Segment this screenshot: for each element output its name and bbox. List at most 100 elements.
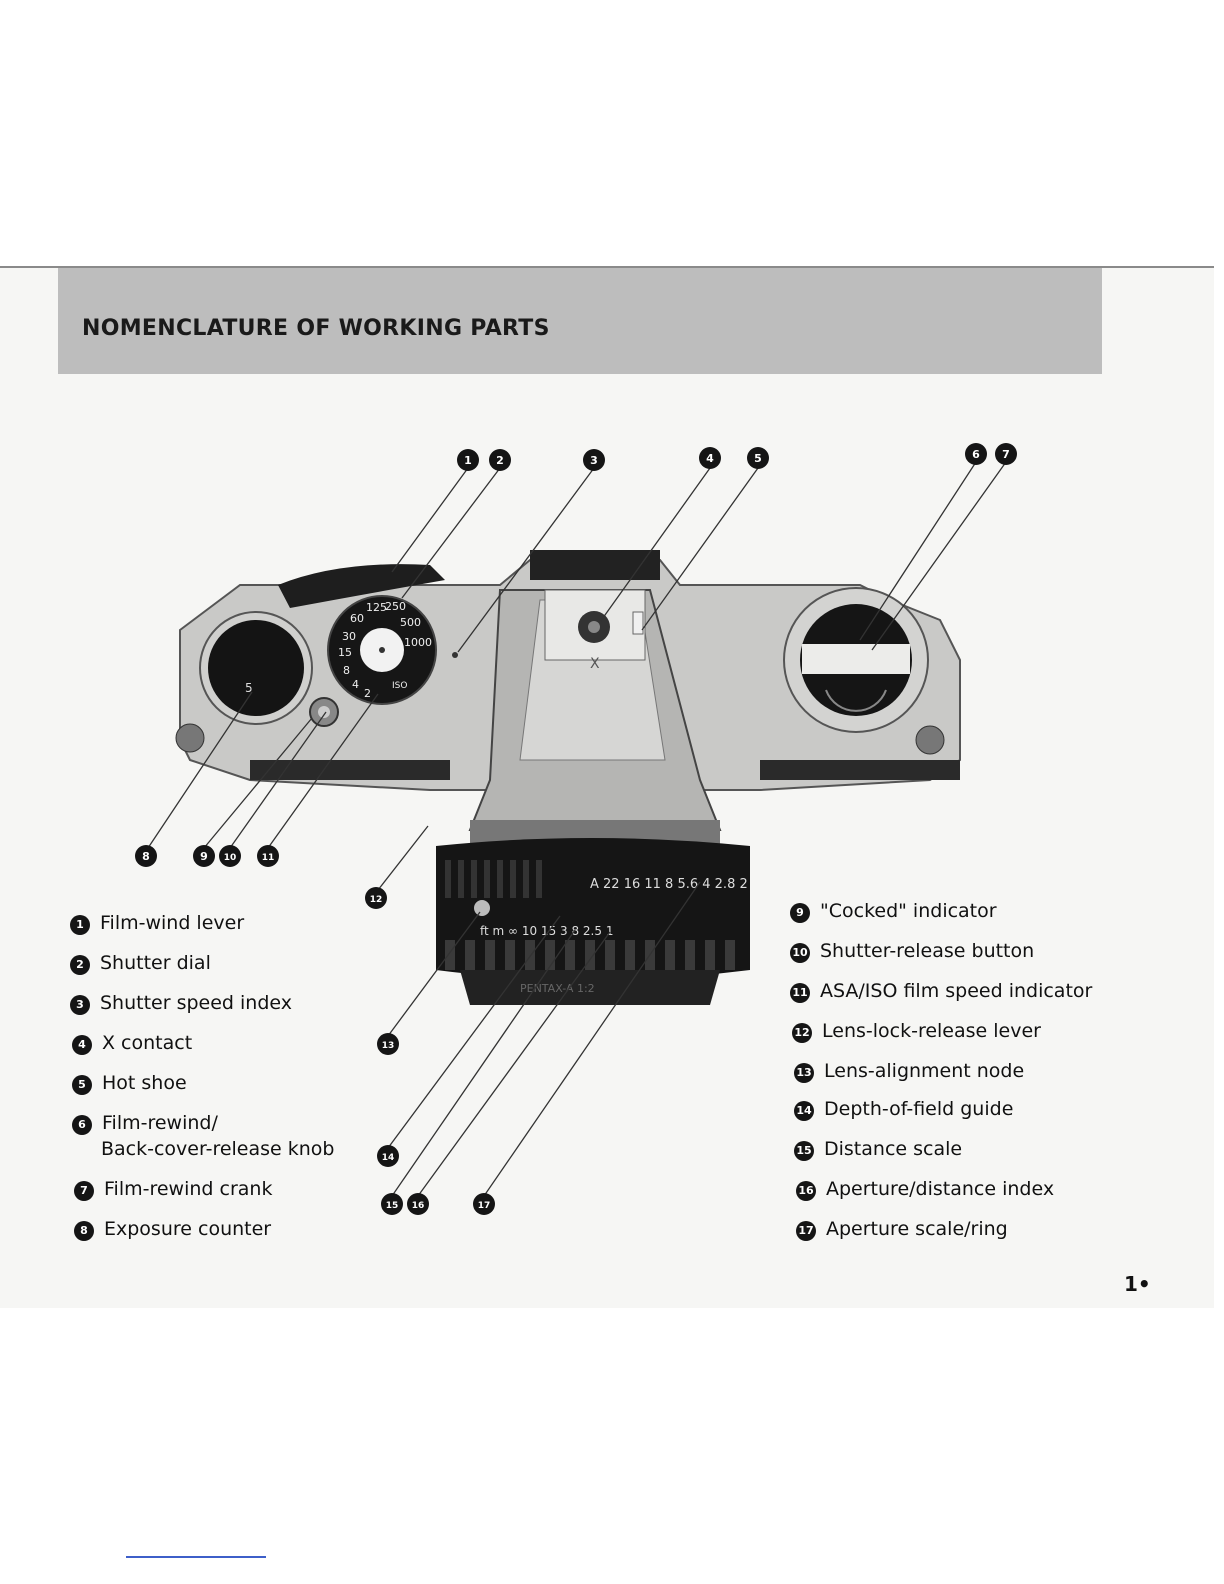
legend-num: 10 xyxy=(790,943,810,963)
legend-num: 8 xyxy=(74,1221,94,1241)
legend-num: 1 xyxy=(70,915,90,935)
legend-label: Shutter dial xyxy=(100,952,211,974)
callout-badges: 1 2 3 4 5 6 7 8 9 10 11 12 13 14 15 16 1… xyxy=(135,443,1017,1215)
svg-text:6: 6 xyxy=(972,448,980,461)
legend-item: 7 Film-rewind crank xyxy=(74,1178,272,1201)
svg-text:16: 16 xyxy=(412,1201,425,1211)
legend-label: Lens-lock-release lever xyxy=(822,1020,1041,1042)
callout-9: 9 xyxy=(193,845,215,867)
legend-label: ASA/ISO film speed indicator xyxy=(820,980,1093,1002)
svg-text:5: 5 xyxy=(754,452,762,465)
svg-text:14: 14 xyxy=(382,1153,395,1163)
legend-num: 2 xyxy=(70,955,90,975)
legend-item: 14 Depth-of-field guide xyxy=(794,1098,1013,1121)
lens: A 22 16 11 8 5.6 4 2.8 2 ft m ∞ 10 15 3 … xyxy=(436,820,750,1005)
callout-15: 15 xyxy=(381,1193,403,1215)
svg-text:17: 17 xyxy=(478,1201,491,1211)
callout-5: 5 xyxy=(747,447,769,469)
legend-item: 2 Shutter dial xyxy=(70,952,211,975)
legend-num: 4 xyxy=(72,1035,92,1055)
callout-2: 2 xyxy=(489,449,511,471)
legend-label: Exposure counter xyxy=(104,1218,272,1240)
legend-num: 11 xyxy=(790,983,810,1003)
callout-8: 8 xyxy=(135,845,157,867)
legend-label: Distance scale xyxy=(824,1138,963,1160)
legend-item: 6 Film-rewind/ xyxy=(72,1112,218,1135)
svg-text:125: 125 xyxy=(366,601,387,614)
callout-4: 4 xyxy=(699,447,721,469)
svg-text:9: 9 xyxy=(200,850,208,863)
legend-num: 16 xyxy=(796,1181,816,1201)
legend-label: Shutter-release button xyxy=(820,940,1035,962)
legend-num: 6 xyxy=(72,1115,92,1135)
legend-item: 9 "Cocked" indicator xyxy=(790,900,997,923)
distance-scale-text: ft m ∞ 10 15 3 8 2.5 1 xyxy=(480,924,613,938)
svg-text:2: 2 xyxy=(496,454,504,467)
legend-num: 15 xyxy=(794,1141,814,1161)
page-number: 1• xyxy=(1124,1272,1151,1296)
leader-lines xyxy=(147,461,1007,1197)
legend-item: 12 Lens-lock-release lever xyxy=(792,1020,1041,1043)
callout-12: 12 xyxy=(365,887,387,909)
svg-text:500: 500 xyxy=(400,616,421,629)
legend-num: 12 xyxy=(792,1023,812,1043)
legend-num: 5 xyxy=(72,1075,92,1095)
svg-text:15: 15 xyxy=(338,646,352,659)
svg-text:5: 5 xyxy=(245,681,253,695)
svg-text:30: 30 xyxy=(342,630,356,643)
callout-10: 10 xyxy=(219,845,241,867)
legend-num: 13 xyxy=(794,1063,814,1083)
page-title: NOMENCLATURE OF WORKING PARTS xyxy=(82,316,550,341)
legend-num: 7 xyxy=(74,1181,94,1201)
legend-label: "Cocked" indicator xyxy=(820,900,997,922)
legend-item: 11 ASA/ISO film speed indicator xyxy=(790,980,1092,1003)
callout-3: 3 xyxy=(583,449,605,471)
legend-label: Depth-of-field guide xyxy=(824,1098,1014,1120)
legend-label: Hot shoe xyxy=(102,1072,187,1094)
callout-17: 17 xyxy=(473,1193,495,1215)
legend-num: 9 xyxy=(790,903,810,923)
svg-text:11: 11 xyxy=(262,853,275,863)
aperture-scale-text: A 22 16 11 8 5.6 4 2.8 2 xyxy=(590,877,748,892)
rewind-knob xyxy=(783,587,929,733)
callout-16: 16 xyxy=(407,1193,429,1215)
camera-diagram: X 5 1000 500 250 125 60 30 15 8 4 2 ISO xyxy=(135,443,1017,1215)
legend-item: 8 Exposure counter xyxy=(74,1218,271,1241)
legend-num: 17 xyxy=(796,1221,816,1241)
callout-14: 14 xyxy=(377,1145,399,1167)
callout-6: 6 xyxy=(965,443,987,465)
camera-body: X 5 1000 500 250 125 60 30 15 8 4 2 ISO xyxy=(175,550,961,831)
svg-text:ISO: ISO xyxy=(392,681,407,691)
svg-text:12: 12 xyxy=(370,895,383,905)
legend-num: 14 xyxy=(794,1101,814,1121)
svg-text:10: 10 xyxy=(224,853,237,863)
legend-num: 3 xyxy=(70,995,90,1015)
legend-label-continuation: Back-cover-release knob xyxy=(101,1138,335,1160)
svg-text:15: 15 xyxy=(386,1201,399,1211)
legend-item: 4 X contact xyxy=(72,1032,192,1055)
legend-label: Aperture/distance index xyxy=(826,1178,1055,1200)
svg-text:4: 4 xyxy=(706,452,714,465)
hotshoe-mark: X xyxy=(590,656,600,672)
legend-item: 15 Distance scale xyxy=(794,1138,962,1161)
callout-1: 1 xyxy=(457,449,479,471)
legend-label: Film-rewind crank xyxy=(104,1178,273,1200)
legend-item: 10 Shutter-release button xyxy=(790,940,1034,963)
svg-text:2: 2 xyxy=(364,687,371,700)
footer-link-underline[interactable] xyxy=(126,1556,266,1558)
svg-text:60: 60 xyxy=(350,612,364,625)
svg-text:1: 1 xyxy=(464,454,472,467)
svg-text:1000: 1000 xyxy=(404,636,432,649)
legend-item: 16 Aperture/distance index xyxy=(796,1178,1054,1201)
legend-label: Film-rewind/ xyxy=(102,1112,218,1134)
legend-label: X contact xyxy=(102,1032,193,1054)
callout-13: 13 xyxy=(377,1033,399,1055)
callout-7: 7 xyxy=(995,443,1017,465)
svg-text:3: 3 xyxy=(590,454,598,467)
title-bar xyxy=(58,268,1102,374)
svg-text:8: 8 xyxy=(142,850,150,863)
